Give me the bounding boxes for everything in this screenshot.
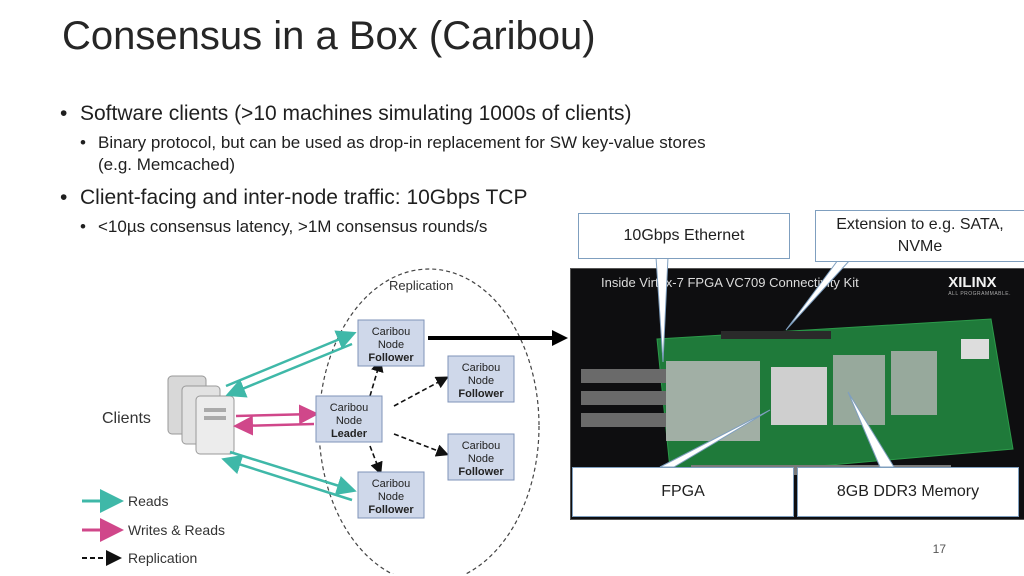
svg-text:Follower: Follower (368, 352, 414, 364)
sub-bullet-line: <10µs consensus latency, >1M consensus r… (98, 217, 488, 236)
svg-text:Caribou: Caribou (330, 402, 369, 414)
callout-ddr3-memory: 8GB DDR3 Memory (797, 467, 1019, 517)
client-read-arrows (221, 330, 357, 502)
callout-fpga: FPGA (572, 467, 794, 517)
svg-text:Leader: Leader (331, 428, 368, 440)
node-follower-top: Caribou Node Follower (357, 319, 425, 367)
clients-label: Clients (102, 410, 151, 427)
legend-writes-label: Writes & Reads (128, 522, 225, 538)
xilinx-logo: XILINX ALL PROGRAMMABLE. (948, 274, 1011, 297)
callout-10gbps-ethernet: 10Gbps Ethernet (578, 213, 790, 259)
page-number: 17 (932, 542, 946, 556)
bullet-traffic: Client-facing and inter-node traffic: 10… (60, 184, 850, 212)
callout-extension-line: Extension to e.g. SATA, (836, 216, 1004, 233)
client-write-arrows (233, 404, 319, 436)
sub-bullet-line: Binary protocol, but can be used as drop… (98, 133, 706, 152)
svg-text:Caribou: Caribou (372, 326, 411, 338)
legend-replication-label: Replication (128, 550, 197, 566)
sub-bullet-latency: <10µs consensus latency, >1M consensus r… (60, 216, 850, 238)
bullet-software-clients: Software clients (>10 machines simulatin… (60, 100, 850, 128)
svg-text:Caribou: Caribou (462, 440, 501, 452)
callout-extension: Extension to e.g. SATA, NVMe (815, 210, 1024, 262)
svg-text:Node: Node (336, 415, 362, 427)
sub-bullet-line: (e.g. Memcached) (98, 155, 235, 174)
svg-text:Follower: Follower (368, 504, 414, 516)
caribou-architecture-diagram: Replication Clients Caribou Node Followe… (82, 268, 540, 574)
pointer-arrow (428, 330, 568, 346)
svg-text:Caribou: Caribou (372, 478, 411, 490)
node-follower-right-bottom: Caribou Node Follower (447, 433, 515, 481)
legend-reads-label: Reads (128, 493, 168, 509)
svg-text:Node: Node (468, 453, 494, 465)
svg-text:Node: Node (468, 375, 494, 387)
node-follower-right-top: Caribou Node Follower (447, 355, 515, 403)
node-follower-bottom: Caribou Node Follower (357, 471, 425, 519)
callout-extension-line: NVMe (897, 238, 943, 255)
svg-text:Caribou: Caribou (462, 362, 501, 374)
slide-title: Consensus in a Box (Caribou) (62, 14, 596, 58)
replication-label: Replication (389, 278, 453, 293)
svg-text:Follower: Follower (458, 388, 504, 400)
bullet-list: Software clients (>10 machines simulatin… (60, 100, 850, 246)
svg-text:Follower: Follower (458, 466, 504, 478)
svg-text:Node: Node (378, 491, 404, 503)
client-servers-icon (167, 375, 235, 455)
replication-arrows (369, 358, 449, 475)
sub-bullet-binary-protocol: Binary protocol, but can be used as drop… (60, 132, 850, 176)
diagram-legend: Reads Writes & Reads Replication (82, 489, 225, 566)
node-leader: Caribou Node Leader (315, 395, 383, 443)
svg-text:Node: Node (378, 339, 404, 351)
